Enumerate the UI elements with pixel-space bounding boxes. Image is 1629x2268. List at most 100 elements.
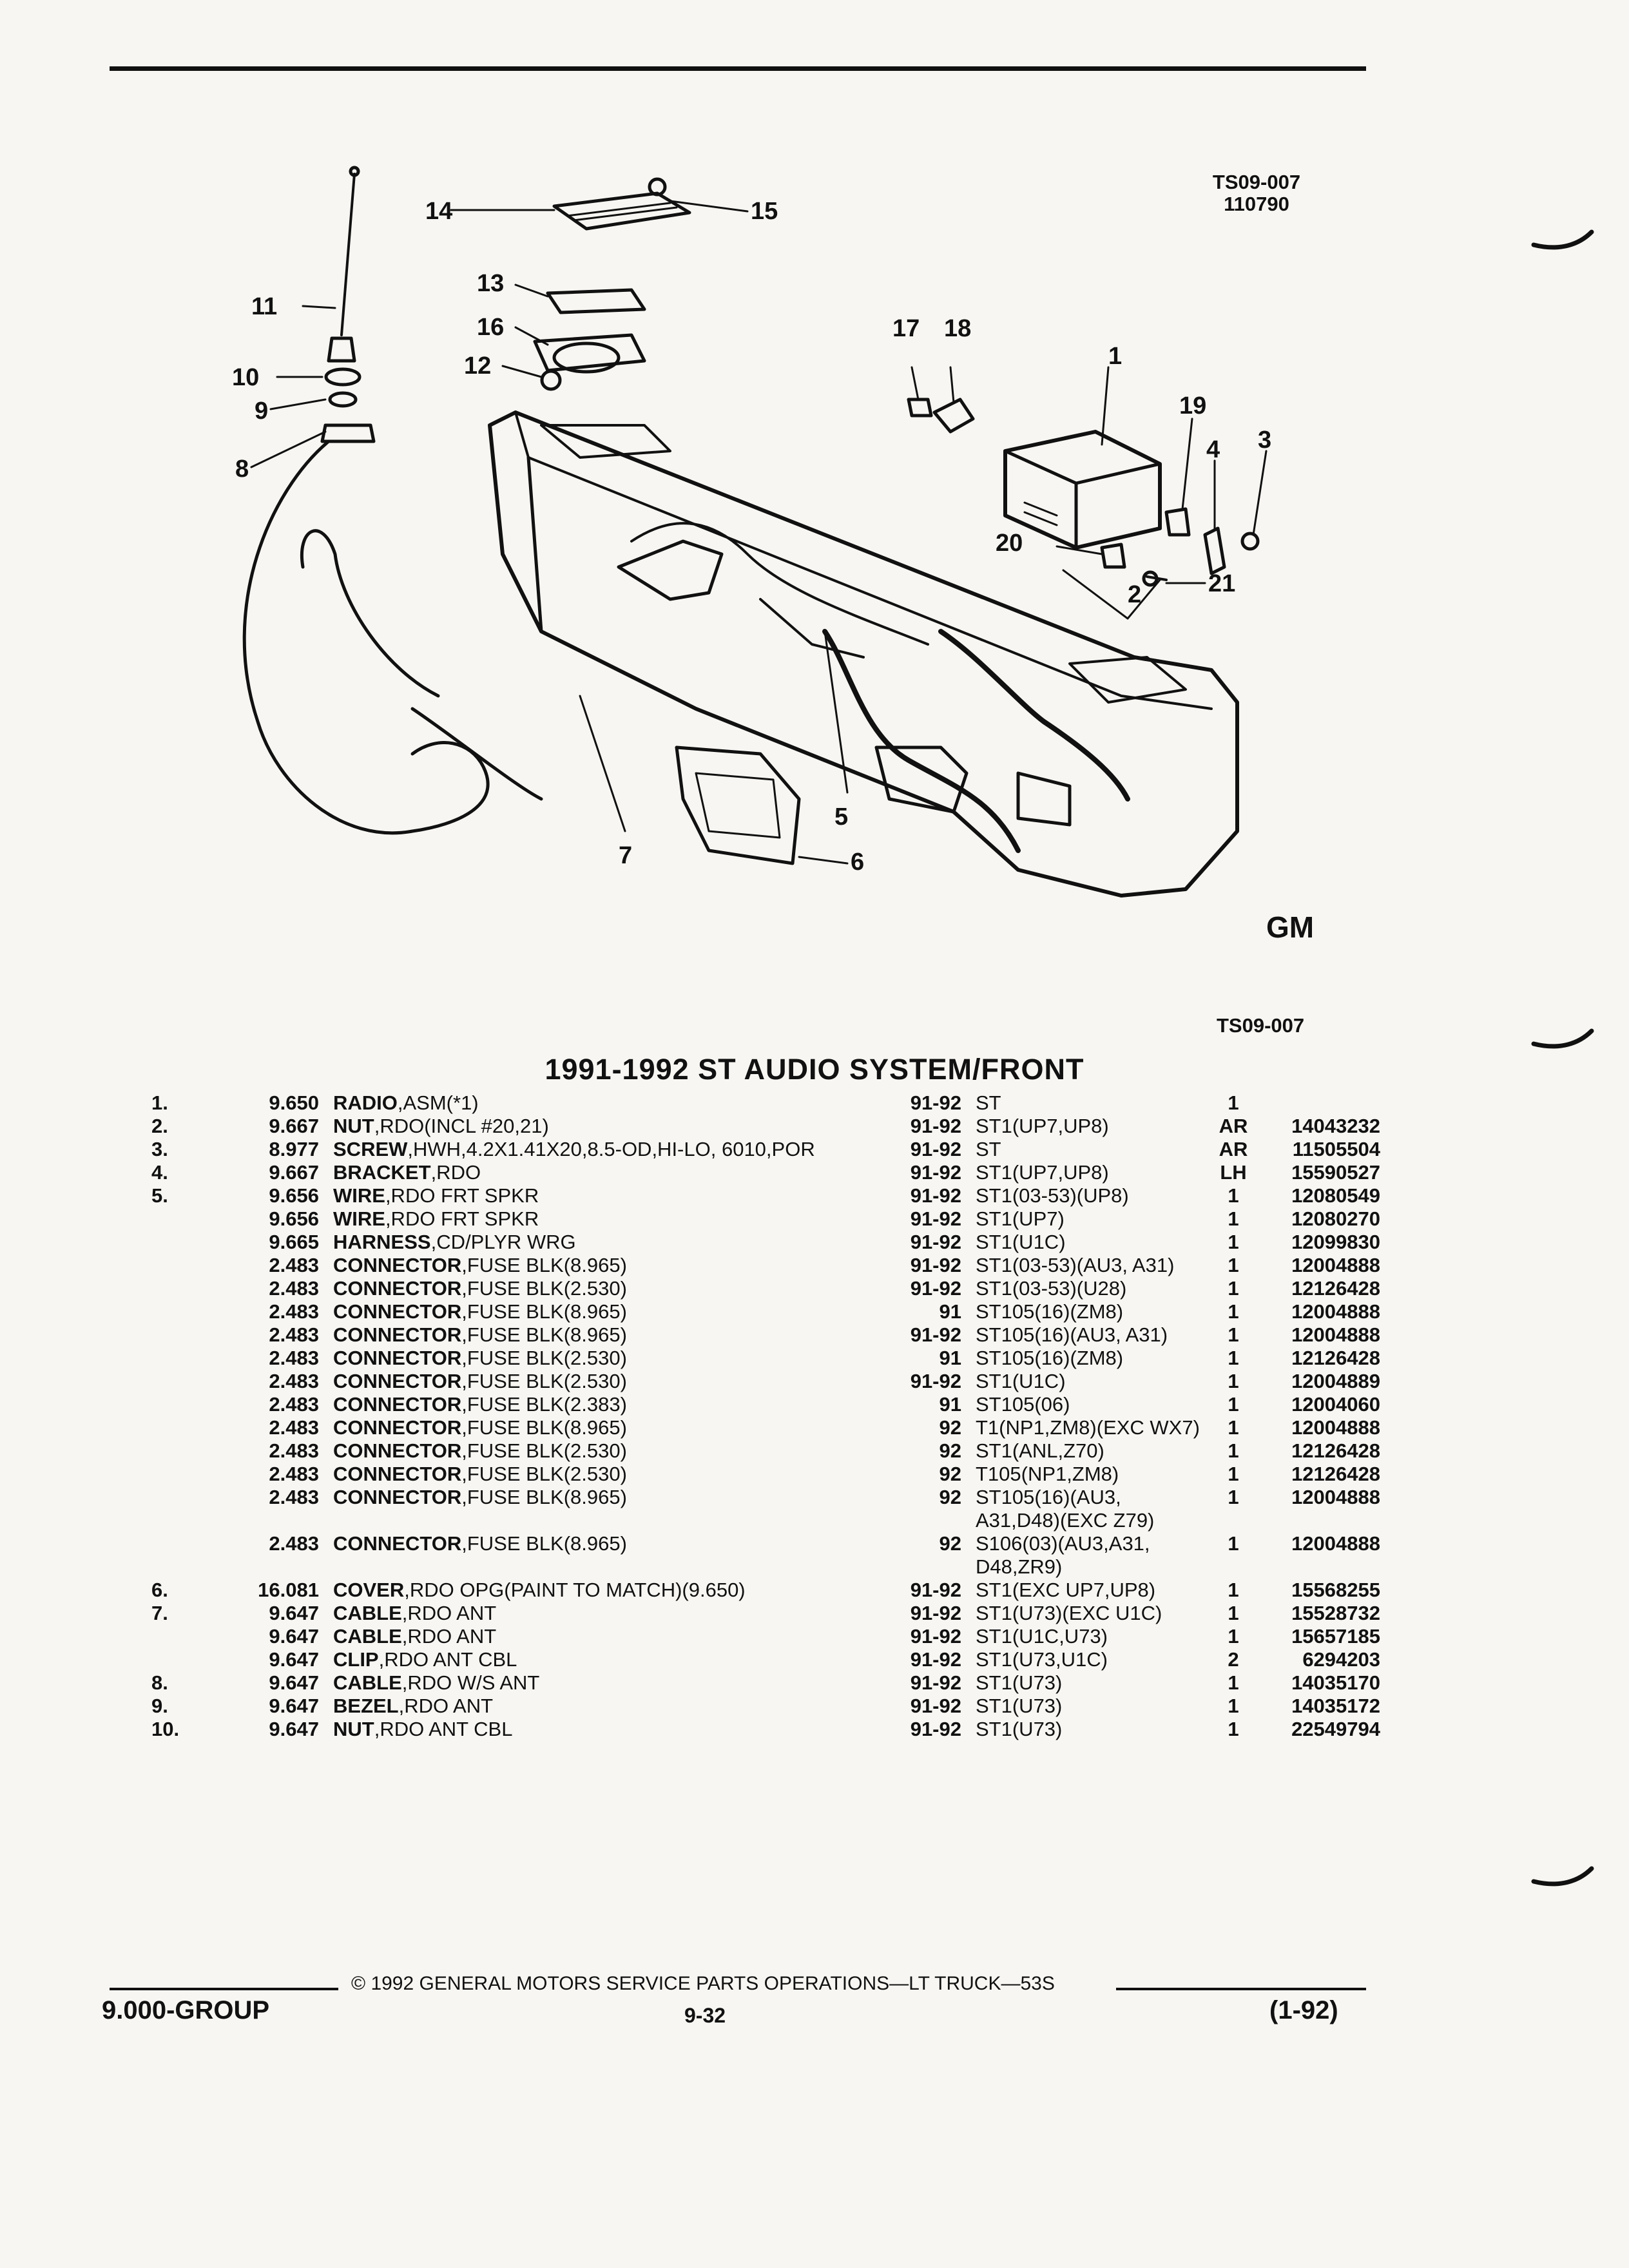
quantity: 1	[1228, 1323, 1239, 1346]
part-detail: ,RDO FRT SPKR	[385, 1207, 539, 1230]
group-number: 9.647	[269, 1648, 319, 1671]
part-number: 12004889	[1291, 1370, 1380, 1392]
usage-text: ST1(U73)	[976, 1718, 1063, 1740]
part-detail: ,RDO OPG(PAINT TO MATCH)(9.650)	[404, 1579, 746, 1601]
item-number: 5.	[151, 1184, 168, 1207]
page-number: 9-32	[684, 2004, 726, 2027]
model-years: 91-92	[910, 1138, 961, 1160]
usage-code: T1(NP1,ZM8)(EXC WX7)	[976, 1416, 1204, 1439]
usage-code: ST1(UP7)	[976, 1207, 1204, 1231]
usage-text: S106(03)(AU3,A31, D48,ZR9)	[976, 1532, 1150, 1578]
part-detail: ,RDO ANT	[398, 1695, 494, 1717]
revision-date: (1-92)	[1269, 1996, 1338, 2024]
model-years: 91-92	[910, 1115, 961, 1137]
part-number: 11505504	[1292, 1138, 1380, 1160]
item-number: 10.	[151, 1718, 180, 1740]
quantity: AR	[1219, 1115, 1248, 1137]
part-number: 12099830	[1291, 1231, 1380, 1253]
model-years: 92	[939, 1416, 961, 1439]
quantity: 1	[1228, 1463, 1239, 1485]
figure-caption: TS09-007	[1217, 1014, 1305, 1037]
group-label: 9.000-GROUP	[102, 1996, 270, 2024]
usage-text: ST1(03-53)(UP8)	[976, 1184, 1129, 1207]
binder-mark-top	[1531, 229, 1594, 250]
quantity: 1	[1228, 1231, 1239, 1253]
part-name: CONNECTOR	[333, 1393, 462, 1416]
part-number: 15528732	[1291, 1602, 1380, 1624]
model-years: 92	[939, 1439, 961, 1462]
model-years: 91-92	[910, 1277, 961, 1300]
part-number: 12004060	[1291, 1393, 1380, 1416]
usage-text: ST1(U73)	[976, 1671, 1063, 1694]
part-description: SCREW,HWH,4.2X1.41X20,8.5-OD,HI-LO, 6010…	[333, 1138, 876, 1161]
callout-11: 11	[251, 293, 277, 320]
part-number: 15657185	[1291, 1625, 1380, 1648]
part-name: CONNECTOR	[333, 1463, 462, 1485]
group-number: 9.647	[269, 1718, 319, 1740]
group-number: 2.483	[269, 1416, 319, 1439]
group-number: 9.665	[269, 1231, 319, 1253]
model-years: 92	[939, 1532, 961, 1555]
part-name: CONNECTOR	[333, 1323, 462, 1346]
part-description: CONNECTOR,FUSE BLK(2.530)	[333, 1277, 876, 1300]
binder-mark-middle	[1531, 1028, 1594, 1049]
part-number: 15590527	[1291, 1161, 1380, 1184]
quantity: 1	[1228, 1718, 1239, 1740]
usage-code: ST1(UP7,UP8)	[976, 1161, 1204, 1184]
part-name: WIRE	[333, 1207, 385, 1230]
usage-code: ST1(U73)	[976, 1718, 1204, 1741]
item-number	[151, 1254, 226, 1277]
part-name: CONNECTOR	[333, 1532, 462, 1555]
callout-20: 20	[996, 530, 1023, 557]
group-number: 9.647	[269, 1602, 319, 1624]
usage-code: ST1(U1C)	[976, 1370, 1204, 1393]
part-number: 12080270	[1291, 1207, 1380, 1230]
model-years: 91	[939, 1347, 961, 1369]
part-detail: ,FUSE BLK(2.383)	[461, 1393, 627, 1416]
item-number	[151, 1416, 226, 1439]
part-number: 12004888	[1291, 1254, 1380, 1276]
usage-text: ST105(06)	[976, 1393, 1070, 1416]
group-number: 8.977	[269, 1138, 319, 1160]
usage-code: ST1(UP7,UP8)	[976, 1115, 1204, 1138]
part-number: 12080549	[1291, 1184, 1380, 1207]
part-detail: ,RDO(INCL #20,21)	[374, 1115, 549, 1137]
item-number: 2.	[151, 1115, 168, 1137]
quantity: 1	[1228, 1184, 1239, 1207]
usage-code: ST1(03-53)(UP8)	[976, 1184, 1204, 1207]
item-number	[151, 1439, 226, 1463]
part-detail: ,FUSE BLK(2.530)	[461, 1347, 627, 1369]
part-name: RADIO	[333, 1091, 398, 1114]
model-years: 91-92	[910, 1671, 961, 1694]
usage-code: ST105(16)(ZM8)	[976, 1347, 1204, 1370]
usage-text: ST1(EXC UP7,UP8)	[976, 1579, 1156, 1601]
model-years: 91-92	[910, 1579, 961, 1601]
item-number	[151, 1648, 226, 1671]
quantity: 1	[1228, 1254, 1239, 1276]
item-number: 8.	[151, 1671, 168, 1694]
part-name: SCREW	[333, 1138, 408, 1160]
callout-10: 10	[232, 364, 259, 391]
quantity: 1	[1228, 1486, 1239, 1508]
part-name: CONNECTOR	[333, 1347, 462, 1369]
part-number: 12004888	[1291, 1300, 1380, 1323]
part-detail: ,FUSE BLK(8.965)	[461, 1300, 627, 1323]
callout-8: 8	[235, 456, 249, 483]
part-name: CLIP	[333, 1648, 379, 1671]
part-name: WIRE	[333, 1184, 385, 1207]
part-number: 14035170	[1291, 1671, 1380, 1694]
group-number: 2.483	[269, 1347, 319, 1369]
quantity: 1	[1228, 1300, 1239, 1323]
item-number	[151, 1393, 226, 1416]
item-number: 9.	[151, 1695, 168, 1717]
part-detail: ,RDO ANT	[401, 1625, 497, 1648]
usage-code: ST1(U1C,U73)	[976, 1625, 1204, 1648]
group-number: 2.483	[269, 1486, 319, 1508]
